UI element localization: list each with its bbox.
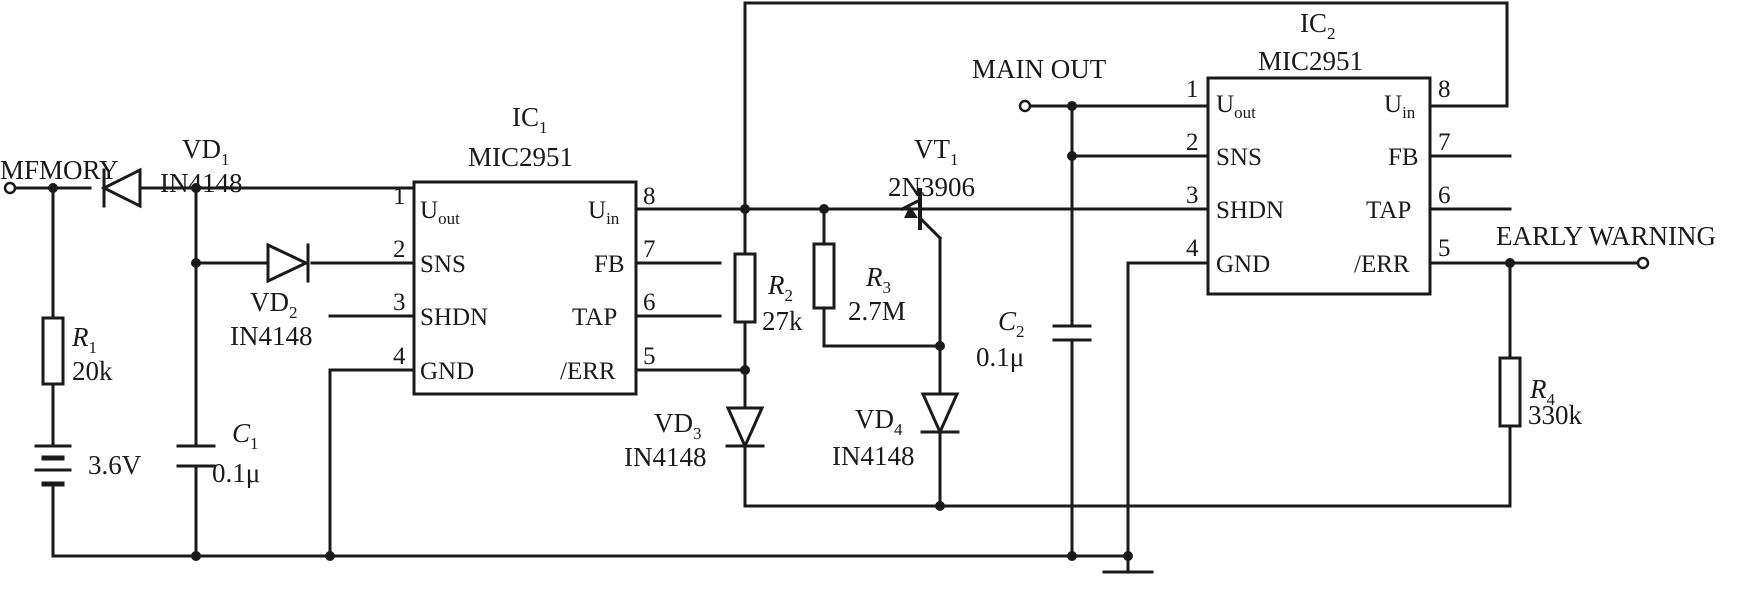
memory-terminal: MFMORY xyxy=(0,155,119,195)
resistor-r1: R1 20k xyxy=(41,316,113,386)
junction-dot xyxy=(935,341,945,351)
ic1-pin-err: /ERR xyxy=(560,358,616,385)
ic1-pin-num-8: 8 xyxy=(643,183,656,210)
svg-text:IC1: IC1 xyxy=(512,102,548,137)
svg-text:R1: R1 xyxy=(71,322,97,357)
ic2-pin-num-8: 8 xyxy=(1438,76,1451,103)
svg-text:R2: R2 xyxy=(767,270,793,305)
ic2-pin-num-7: 7 xyxy=(1438,129,1451,156)
svg-text:Uin: Uin xyxy=(1384,91,1416,122)
capacitor-c1: C1 0.1μ xyxy=(176,418,260,488)
ic2-pin-shdn: SHDN xyxy=(1216,197,1284,224)
c1-value: 0.1μ xyxy=(212,458,260,488)
svg-text:R3: R3 xyxy=(865,262,891,297)
svg-text:VD2: VD2 xyxy=(250,287,298,322)
ic1-pin-sns: SNS xyxy=(420,251,466,278)
junction-dots xyxy=(48,101,1515,561)
r4-value: 330k xyxy=(1528,400,1583,430)
ic1-part: MIC2951 xyxy=(468,142,573,172)
ic1-pin-num-6: 6 xyxy=(643,289,656,316)
junction-dot xyxy=(1123,551,1133,561)
ic2-pin-fb: FB xyxy=(1388,144,1419,171)
junction-dot xyxy=(191,258,201,268)
vd3-part: IN4148 xyxy=(624,442,707,472)
diode-vd4: VD4 IN4148 xyxy=(832,392,960,471)
junction-dot xyxy=(1067,101,1077,111)
junction-dot xyxy=(1505,258,1515,268)
r3-value: 2.7M xyxy=(848,296,906,326)
junction-dot xyxy=(48,183,58,193)
junction-dot xyxy=(819,204,829,214)
svg-text:C1: C1 xyxy=(232,418,259,453)
resistor-r3: R3 2.7M xyxy=(812,242,906,326)
svg-text:VD4: VD4 xyxy=(855,404,903,439)
svg-text:Uout: Uout xyxy=(420,197,460,228)
ic2-part: MIC2951 xyxy=(1258,46,1363,76)
junction-dot xyxy=(191,183,201,193)
ic2-pin-num-4: 4 xyxy=(1186,235,1199,262)
ic1-pin-shdn: SHDN xyxy=(420,304,488,331)
battery-value: 3.6V xyxy=(88,450,142,480)
ic2-pin-num-2: 2 xyxy=(1186,129,1199,156)
junction-dot xyxy=(935,501,945,511)
diode-vd2: VD2 IN4148 xyxy=(230,242,313,351)
ic1-pin-num-1: 1 xyxy=(393,183,406,210)
junction-dot xyxy=(740,365,750,375)
vd1-part: IN4148 xyxy=(160,168,243,198)
svg-text:VD3: VD3 xyxy=(654,408,702,443)
junction-dot xyxy=(325,551,335,561)
junction-dot xyxy=(740,204,750,214)
vd4-part: IN4148 xyxy=(832,441,915,471)
svg-text:VD1: VD1 xyxy=(182,134,230,169)
svg-text:Uin: Uin xyxy=(588,197,620,228)
ic2-pin-err: /ERR xyxy=(1354,251,1410,278)
battery-symbol: 3.6V xyxy=(34,444,142,487)
early-warning-terminal: EARLY WARNING xyxy=(1496,221,1716,270)
ic2-pin-num-3: 3 xyxy=(1186,182,1199,209)
svg-text:R4: R4 xyxy=(1529,374,1556,409)
ic2-pin-num-6: 6 xyxy=(1438,182,1451,209)
memory-label: MFMORY xyxy=(0,155,119,185)
ic1-pin-num-5: 5 xyxy=(643,343,656,370)
ic1-chip: IC1 MIC2951 Uout SNS SHDN GND 1 2 3 4 Ui… xyxy=(393,102,656,396)
ic2-pin-num-5: 5 xyxy=(1438,235,1451,262)
ic1-pin-num-3: 3 xyxy=(393,289,406,316)
r1-value: 20k xyxy=(72,356,113,386)
ic1-pin-tap: TAP xyxy=(572,304,617,331)
ic1-pin-fb: FB xyxy=(594,251,625,278)
ic1-pin-gnd: GND xyxy=(420,358,474,385)
resistor-r2: R2 27k xyxy=(733,252,803,336)
svg-text:VT1: VT1 xyxy=(914,134,959,169)
diode-vd1: VD1 IN4148 xyxy=(100,134,243,209)
main-out-label: MAIN OUT xyxy=(972,54,1107,84)
r2-value: 27k xyxy=(762,306,803,336)
vt1-part: 2N3906 xyxy=(888,172,975,202)
junction-dot xyxy=(1067,551,1077,561)
capacitor-c2: C2 0.1μ xyxy=(976,306,1092,372)
svg-text:IC2: IC2 xyxy=(1300,8,1336,43)
junction-dot xyxy=(1067,151,1077,161)
resistor-r4: R4 330k xyxy=(1498,356,1583,430)
svg-text:C2: C2 xyxy=(998,306,1025,341)
ic2-pin-gnd: GND xyxy=(1216,251,1270,278)
ic1-pin-num-4: 4 xyxy=(393,343,406,370)
ic2-pin-sns: SNS xyxy=(1216,144,1262,171)
transistor-vt1: VT1 2N3906 xyxy=(888,134,975,241)
early-warning-label: EARLY WARNING xyxy=(1496,221,1716,251)
diode-vd3: VD3 IN4148 xyxy=(624,406,765,472)
ic1-pin-num-2: 2 xyxy=(393,236,406,263)
ic2-pin-num-1: 1 xyxy=(1186,76,1199,103)
vd2-part: IN4148 xyxy=(230,321,313,351)
ic2-chip: IC2 MIC2951 Uout SNS SHDN GND 1 2 3 4 Ui… xyxy=(1186,8,1451,296)
c2-value: 0.1μ xyxy=(976,342,1024,372)
ic1-pin-num-7: 7 xyxy=(643,236,656,263)
main-out-terminal: MAIN OUT xyxy=(972,54,1107,113)
ic2-pin-tap: TAP xyxy=(1366,197,1411,224)
junction-dot xyxy=(191,551,201,561)
svg-text:Uout: Uout xyxy=(1216,91,1256,122)
